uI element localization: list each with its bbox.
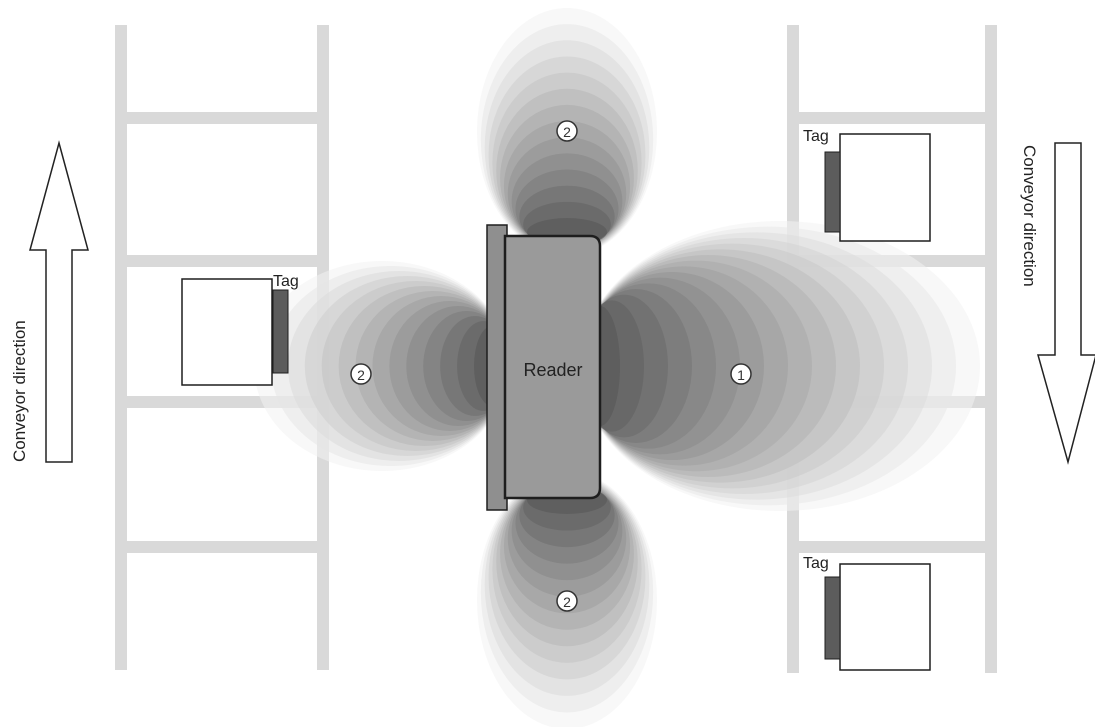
conveyor-direction-left: Conveyor direction [10,320,29,462]
arrow-down-icon [1037,142,1095,465]
tag-label: Tag [803,128,829,145]
badge-circle [556,120,578,142]
lobe-badge-right: 1 [730,363,752,385]
left-conveyor-outer-rail [115,25,127,670]
lobe-number: 1 [737,367,745,383]
lobe-number: 2 [357,367,365,383]
badge-circle [350,363,372,385]
badge-circle [730,363,752,385]
tag-chip [272,289,289,374]
left-conveyor-rung [127,255,317,267]
tag-label: Tag [273,273,299,290]
lobe-badge-left: 2 [350,363,372,385]
tagged-box-right-bottom: Tag [803,555,931,671]
right-conveyor-rung [799,541,985,553]
right-conveyor-outer-rail [985,25,997,673]
lobe-badge-bottom: 2 [556,590,578,612]
tag-label: Tag [803,555,829,572]
lobe-number: 2 [563,124,571,140]
tagged-box-left: Tag [181,273,299,386]
reader-housing [503,234,602,500]
tag-chip [824,151,841,233]
antenna-lobe-side-left [254,261,511,471]
reader: Reader [486,224,602,511]
conveyor-direction-right: Conveyor direction [1020,145,1039,287]
arrow-up-icon [29,140,89,463]
left-conveyor-rung [127,112,317,124]
antenna-lobe-main [580,221,980,511]
left-conveyor-rung [127,541,317,553]
badge-circle [556,590,578,612]
right-conveyor-rung [799,112,985,124]
reader-label: Reader [523,360,582,380]
tagged-box-right-top: Tag [803,128,931,242]
tag-chip [824,576,841,660]
left-conveyor [115,25,329,670]
box [839,133,931,242]
box [839,563,931,671]
lobe-number: 2 [563,594,571,610]
lobe-badge-top: 2 [556,120,578,142]
box [181,278,273,386]
